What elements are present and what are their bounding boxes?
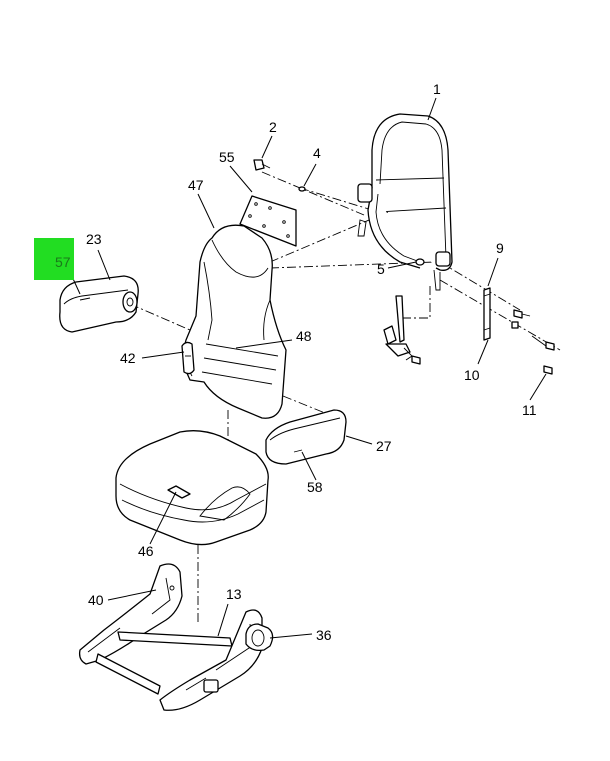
callout-47[interactable]: 47: [188, 177, 204, 193]
recline-mechanism-hardware[interactable]: [383, 295, 421, 365]
callout-36[interactable]: 36: [316, 627, 332, 643]
part-1-headrest-frame[interactable]: [357, 113, 453, 291]
callout-10[interactable]: 10: [464, 367, 480, 383]
part-46-seat-cushion[interactable]: [115, 430, 269, 546]
callout-labels: 1 2 4 5 9 10 11 13 23 27 36 40 42 46 47 …: [86, 81, 537, 643]
callout-5[interactable]: 5: [377, 261, 385, 277]
callout-55[interactable]: 55: [219, 149, 235, 165]
callout-58[interactable]: 58: [307, 479, 323, 495]
callout-9[interactable]: 9: [496, 240, 504, 256]
part-42-recline-lever[interactable]: [181, 341, 195, 375]
part-4-washer[interactable]: [298, 186, 306, 192]
part-10-side-bracket[interactable]: [483, 287, 491, 341]
callout-2[interactable]: 2: [269, 119, 277, 135]
part-11-bolts[interactable]: [511, 309, 555, 375]
callout-48[interactable]: 48: [296, 328, 312, 344]
callout-27[interactable]: 27: [376, 438, 392, 454]
callout-57-highlight[interactable]: 57: [34, 238, 74, 280]
callout-23[interactable]: 23: [86, 231, 102, 247]
part-55-back-plate[interactable]: [239, 195, 297, 247]
callout-42[interactable]: 42: [120, 350, 136, 366]
callout-57[interactable]: 57: [55, 254, 71, 270]
callout-1[interactable]: 1: [433, 81, 441, 97]
callout-40[interactable]: 40: [88, 592, 104, 608]
part-36-adjust-knob[interactable]: [245, 623, 274, 652]
part-13-seat-frame-rail[interactable]: [95, 609, 263, 711]
part-47-seat-back[interactable]: [183, 224, 287, 419]
callout-11[interactable]: 11: [522, 402, 537, 418]
part-2-screw[interactable]: [253, 159, 271, 171]
callout-4[interactable]: 4: [313, 145, 321, 161]
part-23-left-armrest[interactable]: [59, 275, 139, 333]
callout-46[interactable]: 46: [138, 543, 154, 559]
callout-13[interactable]: 13: [226, 586, 242, 602]
highlight-box[interactable]: [34, 238, 74, 280]
part-5-fastener[interactable]: [415, 258, 425, 266]
part-40-seat-frame[interactable]: [78, 563, 183, 665]
part-27-right-armrest[interactable]: [265, 409, 347, 465]
